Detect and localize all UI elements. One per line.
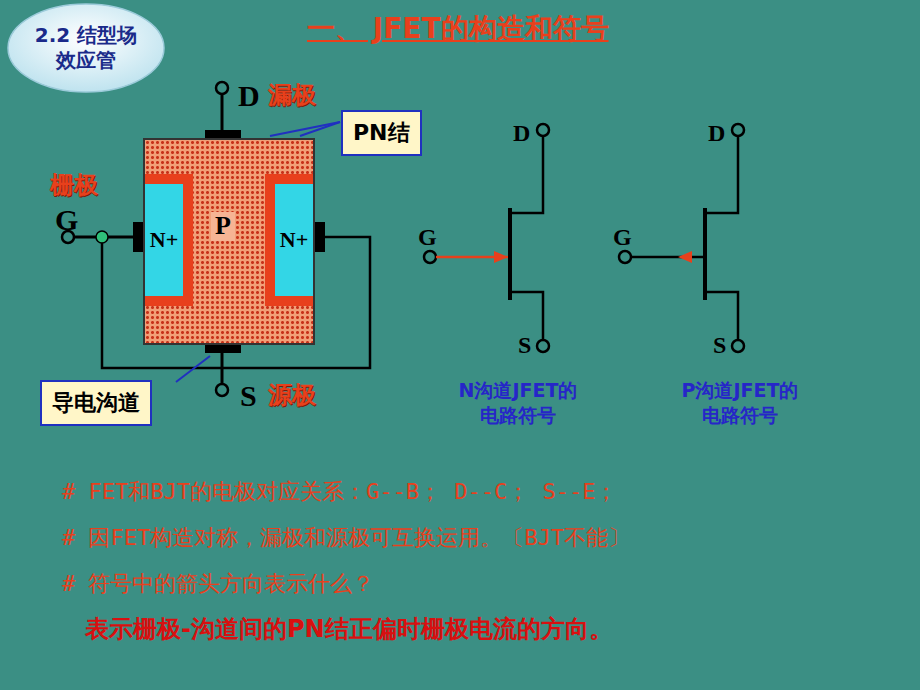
node-text: PN结 [353,118,410,148]
pin-name: G [613,222,632,253]
pin-name: G [418,222,437,253]
terminal-name: S [240,376,257,415]
node-text: 导电沟道 [52,388,140,418]
note-line: # 因FET构造对称，漏极和源极可互换运用。〔BJT不能〕 [62,524,630,553]
leader-line [176,356,210,382]
callout-box: 导电沟道 [40,380,152,426]
junction-dot [96,231,108,243]
p-region: P N+ N+ [143,138,315,345]
terminal-name: G [55,200,78,239]
source-terminal [216,384,228,396]
pin-name: D [513,118,530,149]
node-text: N+ [280,227,308,253]
node-text: P [211,212,235,241]
n-plus-region: N+ [145,174,193,306]
n-jfet-symbol [424,124,549,352]
drain-wire [221,95,224,131]
terminal-name: 栅极 [50,170,98,201]
node-text: 2.2 结型场效应管 [30,23,142,73]
leader-line [270,122,340,136]
note-line: # FET和BJT的电极对应关系：G--B； D--C； S--E； [62,478,617,507]
terminal-name: 漏极 [268,80,316,111]
drain-terminal [216,82,228,94]
symbol-caption: P沟道JFET的 电路符号 [670,378,810,427]
symbol-caption: N沟道JFET的 电路符号 [448,378,588,427]
gate-electrode [133,222,143,252]
pin-name: S [713,330,726,361]
pin-name: S [518,330,531,361]
drain-electrode [205,130,241,138]
callout-box: PN结 [341,110,422,156]
note-answer: 表示栅极-沟道间的PN结正偏时栅极电流的方向。 [85,614,613,645]
node-text: N+ [150,227,178,253]
terminal-name: 源极 [268,380,316,411]
source-electrode [205,345,241,353]
p-jfet-symbol [619,124,744,352]
n-plus-region: N+ [265,174,313,306]
terminal-name: D [238,76,260,115]
pin-name: D [708,118,725,149]
note-line: # 符号中的箭头方向表示什么？ [62,570,375,599]
section-bubble: 2.2 结型场效应管 [6,2,166,94]
slide-title: 一、 JFET的构造和符号 [307,10,609,48]
gate-electrode [315,222,325,252]
